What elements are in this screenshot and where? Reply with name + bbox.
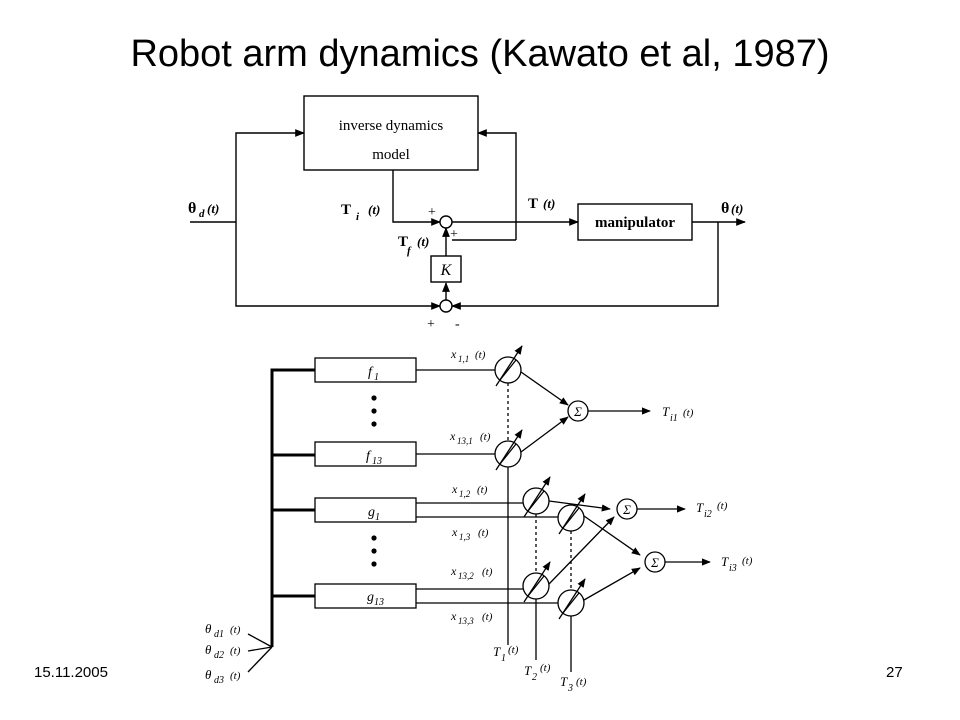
sum2-plus: +: [427, 317, 435, 332]
manipulator-box: [577, 203, 693, 241]
footer-date: 15.11.2005: [34, 664, 108, 681]
summing-junction-top: [439, 215, 453, 229]
T1-arg: (t): [508, 644, 519, 656]
sigma-Ti3: Σ: [650, 555, 659, 570]
manipulator-label: manipulator: [595, 215, 675, 231]
theta-d2-arg: (t): [230, 645, 241, 657]
T2-label: T: [524, 663, 532, 678]
gain-K-label: K: [440, 262, 453, 279]
x133-arg: (t): [482, 611, 493, 623]
theta-d-arg: (t): [207, 201, 219, 216]
theta-d3-subscript: d3: [214, 675, 224, 686]
Ti-subscript: i: [356, 211, 360, 223]
Ti3-subscript: i3: [729, 563, 737, 574]
sum1-plus-right: +: [450, 227, 458, 242]
Ti1-subscript: i1: [670, 413, 678, 424]
slide-title: Robot arm dynamics (Kawato et al, 1987): [130, 33, 830, 75]
f13-label: f: [366, 449, 372, 464]
sigma-Ti2: Σ: [622, 502, 631, 517]
Tf-symbol: T: [398, 234, 408, 250]
x11-subscript: 1,1: [458, 354, 469, 364]
x13-label: x: [451, 525, 458, 539]
f1-subscript: 1: [374, 372, 379, 383]
T3-subscript: 3: [567, 683, 573, 694]
theta-d3-symbol: θ: [205, 667, 212, 682]
Ti2-subscript: i2: [704, 509, 712, 520]
x13-subscript: 1,3: [459, 532, 471, 542]
T1-subscript: 1: [501, 653, 506, 664]
theta-d-symbol: θ: [188, 200, 196, 217]
Tf-arg: (t): [417, 234, 429, 249]
sum1-plus-top: +: [428, 205, 436, 220]
x133-label: x: [450, 609, 457, 623]
x131-arg: (t): [480, 431, 491, 443]
footer-page-number: 27: [886, 664, 903, 681]
x131-label: x: [449, 429, 456, 443]
model-label-line1: inverse dynamics: [339, 118, 444, 134]
g13-label: g: [367, 590, 374, 605]
x12-label: x: [451, 482, 458, 496]
Ti1-label: T: [662, 404, 670, 419]
model-label-line2: model: [372, 147, 410, 163]
T2-subscript: 2: [532, 672, 537, 683]
Ti2-arg: (t): [717, 500, 728, 512]
theta-out-symbol: θ: [721, 200, 729, 217]
f1-box: [314, 357, 417, 383]
Ti-symbol: T: [341, 202, 351, 218]
inverse-dynamics-model-box: [303, 95, 479, 171]
g1-box: [314, 497, 417, 523]
x11-label: x: [450, 347, 457, 361]
T2-arg: (t): [540, 662, 551, 674]
g13-subscript: 13: [374, 597, 384, 608]
f13-box: [314, 441, 417, 467]
network-diagram: [247, 345, 711, 673]
T-symbol: T: [528, 196, 538, 212]
theta-d-subscript: d: [199, 208, 205, 220]
control-block-diagram: [190, 95, 746, 313]
Ti3-label: T: [721, 554, 729, 569]
T-arg: (t): [543, 196, 555, 211]
sum2-minus: -: [455, 317, 460, 332]
g13-box: [314, 583, 417, 609]
x12-subscript: 1,2: [459, 489, 471, 499]
x13-arg: (t): [478, 527, 489, 539]
Tf-subscript: f: [407, 245, 412, 257]
theta-d2-symbol: θ: [205, 642, 212, 657]
T1-label: T: [493, 644, 501, 659]
theta-d1-arg: (t): [230, 624, 241, 636]
Ti1-arg: (t): [683, 407, 694, 419]
theta-d2-subscript: d2: [214, 650, 224, 661]
T3-arg: (t): [576, 676, 587, 688]
f1-label: f: [368, 365, 374, 380]
g1-subscript: 1: [375, 512, 380, 523]
Ti-arg: (t): [368, 202, 380, 217]
x131-subscript: 13,1: [457, 436, 473, 446]
sigma-Ti1: Σ: [573, 404, 582, 419]
network-labels: f 1 f 13 g 1 g 13 x 1,1 (t) x 13,1 (t) x…: [205, 347, 753, 694]
x132-subscript: 13,2: [458, 571, 474, 581]
T3-label: T: [560, 674, 568, 689]
Ti3-arg: (t): [742, 555, 753, 567]
x133-subscript: 13,3: [458, 616, 474, 626]
summing-junction-bottom: [439, 299, 453, 313]
x132-arg: (t): [482, 566, 493, 578]
block-diagram-labels: inverse dynamics model manipulator K θ d…: [188, 118, 743, 332]
gain-K-box: [430, 255, 462, 283]
g1-label: g: [368, 505, 375, 520]
x12-arg: (t): [477, 484, 488, 496]
theta-out-arg: (t): [731, 201, 743, 216]
theta-d1-subscript: d1: [214, 629, 224, 640]
theta-d1-symbol: θ: [205, 621, 212, 636]
x11-arg: (t): [475, 349, 486, 361]
x132-label: x: [450, 564, 457, 578]
theta-d3-arg: (t): [230, 670, 241, 682]
Ti2-label: T: [696, 500, 704, 515]
ellipsis-dots: [371, 395, 377, 567]
f13-subscript: 13: [372, 456, 382, 467]
